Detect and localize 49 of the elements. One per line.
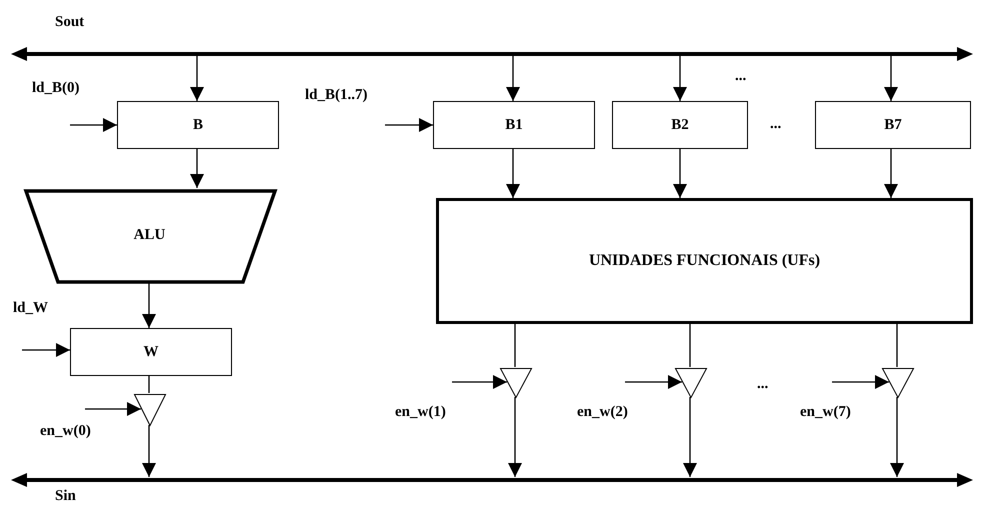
block-label: UNIDADES FUNCIONAIS (UFs): [588, 252, 820, 270]
arrow: [506, 149, 520, 198]
register-box: [70, 328, 232, 376]
arrow: [832, 375, 889, 389]
wire: [896, 324, 898, 367]
arrow: [22, 343, 70, 357]
arrow: [506, 55, 520, 101]
arrow: [884, 55, 898, 101]
wire: [148, 376, 150, 393]
signal-label: ld_W: [13, 300, 48, 317]
signal-label: ld_B(1..7): [305, 87, 368, 104]
bus-label: Sin: [55, 488, 76, 505]
register-box: [117, 101, 279, 149]
register-box: [612, 101, 748, 149]
signal-label: en_w(2): [577, 404, 628, 421]
arrow: [190, 55, 204, 101]
arrow: [683, 397, 697, 477]
register-box: [815, 101, 971, 149]
ellipsis-label: ...: [770, 116, 782, 133]
bus-label: Sout: [55, 14, 84, 31]
wire: [689, 324, 691, 367]
ellipsis-label: ...: [735, 68, 746, 85]
signal-label: en_w(0): [40, 423, 91, 440]
arrow: [190, 149, 204, 188]
arrow: [385, 118, 433, 132]
signal-label: en_w(1): [395, 404, 446, 421]
signal-label: ld_B(0): [32, 80, 80, 97]
arrow: [673, 55, 687, 101]
arrow: [508, 397, 522, 477]
functional-units-box: [436, 198, 973, 324]
wire: [514, 324, 516, 367]
block-label: B7: [884, 116, 902, 134]
block-label: ALU: [134, 227, 166, 244]
block-label: B2: [671, 116, 689, 134]
arrow: [625, 375, 682, 389]
arrow: [452, 375, 507, 389]
block-label: W: [144, 344, 158, 360]
block-label: B1: [505, 116, 523, 134]
arrow: [142, 283, 156, 328]
signal-label: en_w(7): [800, 404, 851, 421]
arrow: [884, 149, 898, 198]
arrow: [85, 402, 141, 416]
arrow: [673, 149, 687, 198]
ellipsis-label: ...: [757, 376, 768, 393]
arrow: [70, 118, 117, 132]
block-label: B: [192, 116, 203, 134]
arrow: [890, 397, 904, 477]
register-box: [433, 101, 595, 149]
arrow: [142, 425, 156, 477]
